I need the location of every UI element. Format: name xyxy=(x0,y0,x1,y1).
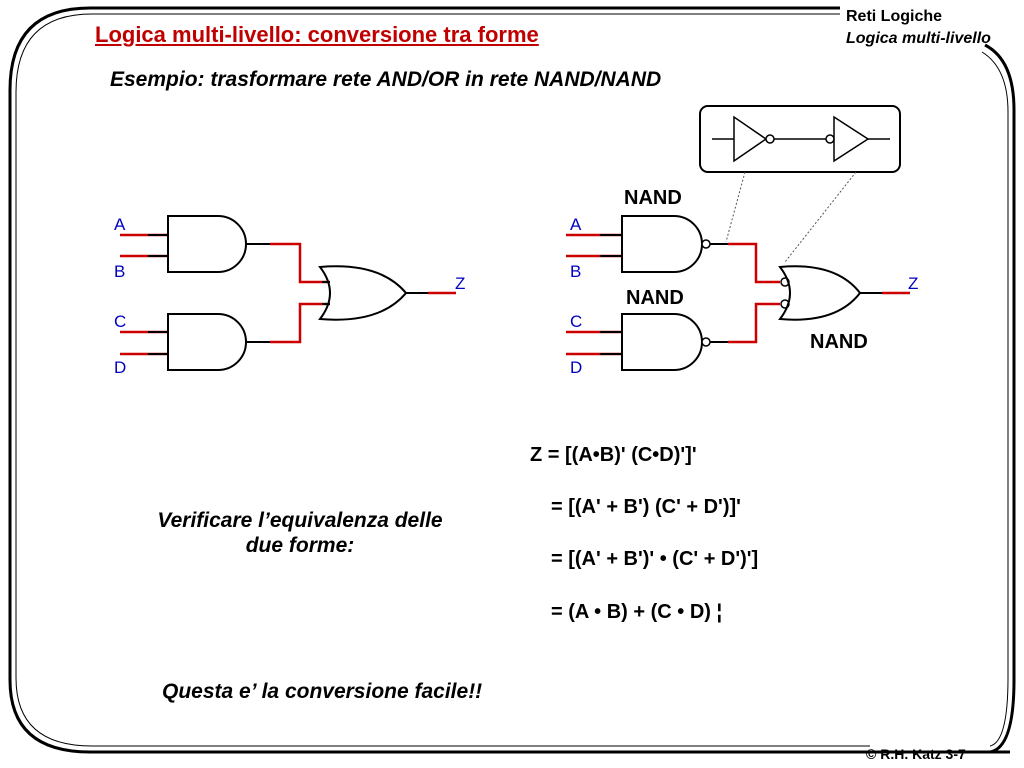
right-input-d: D xyxy=(570,358,583,377)
nand-gate-ab xyxy=(621,215,703,273)
right-circuit xyxy=(566,105,910,371)
chapter-name: Logica multi-livello xyxy=(846,30,991,47)
nand-or-gate xyxy=(778,265,862,321)
and-gate-ab xyxy=(167,215,247,273)
left-input-c: C xyxy=(114,312,127,331)
nand-label-top: NAND xyxy=(624,187,682,209)
nand-label-output: NAND xyxy=(810,331,868,353)
double-inverter-inset xyxy=(699,105,901,173)
equation-line-4: = (A • B) + (C • D) ¦ xyxy=(551,601,723,623)
left-input-a: A xyxy=(114,215,126,234)
right-input-c: C xyxy=(570,312,583,331)
slide-title: Logica multi-livello: conversione tra fo… xyxy=(95,22,539,47)
slide-subtitle: Esempio: trasformare rete AND/OR in rete… xyxy=(110,68,662,91)
verify-instruction: Verificare l’equivalenza delle due forme… xyxy=(157,509,443,558)
equation-line-2: = [(A' + B') (C' + D')]' xyxy=(551,496,741,518)
nand-gate-cd xyxy=(621,313,703,371)
right-input-b: B xyxy=(570,262,582,281)
equation-line-3: = [(A' + B')' • (C' + D')'] xyxy=(551,548,759,570)
nand-label-middle: NAND xyxy=(626,287,684,309)
left-input-b: B xyxy=(114,262,126,281)
left-circuit xyxy=(120,215,456,371)
course-name: Reti Logiche xyxy=(846,8,943,25)
or-gate xyxy=(318,265,408,321)
left-input-d: D xyxy=(114,358,127,377)
right-input-a: A xyxy=(570,215,582,234)
equation-line-1: Z = [(A•B)' (C•D)']' xyxy=(530,444,697,466)
and-gate-cd xyxy=(167,313,247,371)
footer-copyright: © R.H. Katz 3-7 xyxy=(866,746,966,762)
right-output-z: Z xyxy=(908,274,919,293)
closing-remark: Questa e’ la conversione facile!! xyxy=(162,680,483,703)
left-output-z: Z xyxy=(455,274,466,293)
